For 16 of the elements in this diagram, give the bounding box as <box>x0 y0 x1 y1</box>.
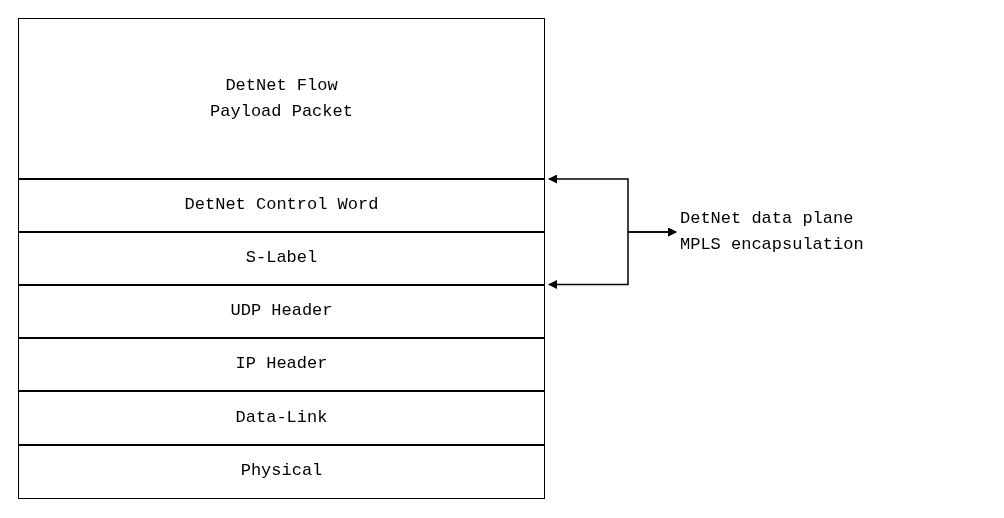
layer-label: UDP Header <box>230 300 333 323</box>
layer-box <box>18 337 545 392</box>
layer-label: DetNet Control Word <box>184 194 379 217</box>
layer-box <box>18 284 545 339</box>
layer-box <box>18 18 545 180</box>
layer-box <box>18 444 545 499</box>
layer-label: Physical <box>240 460 323 483</box>
layer-box <box>18 231 545 286</box>
layer-label: S-Label <box>245 247 318 270</box>
layer-label: IP Header <box>235 353 328 376</box>
connector-arrow <box>548 227 677 289</box>
layer-box <box>18 178 545 233</box>
layer-label: Data-Link <box>235 406 328 429</box>
annotation-text: DetNet data plane MPLS encapsulation <box>680 208 865 256</box>
layer-box <box>18 390 545 446</box>
layer-label: DetNet Flow Payload Packet <box>210 74 353 123</box>
